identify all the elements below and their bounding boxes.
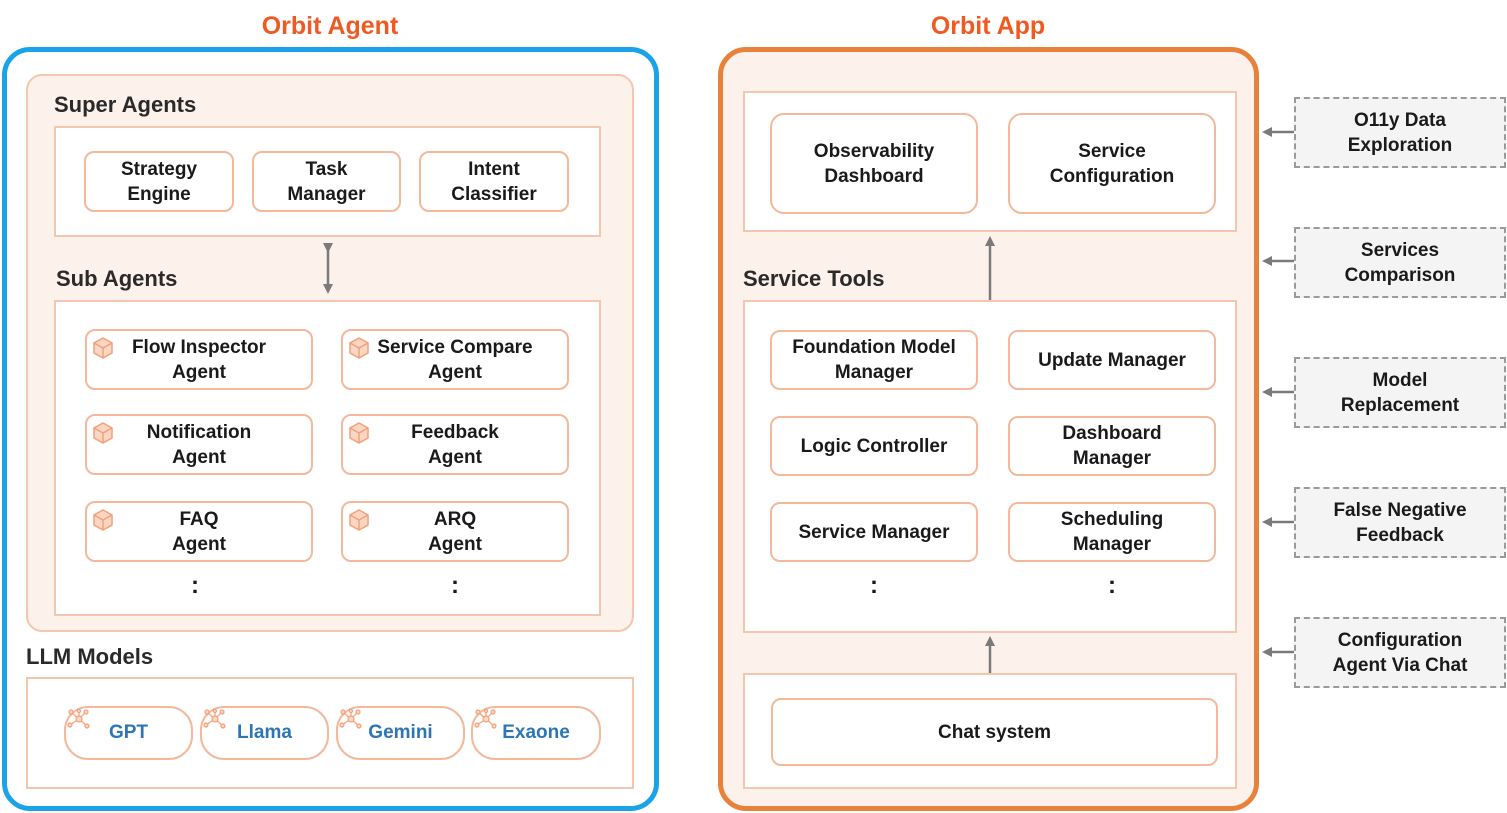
sub-agent-flow-inspector: Flow Inspector Agent bbox=[85, 329, 313, 390]
llm-llama: Llama bbox=[200, 706, 329, 760]
sub-agents-ellipsis-right: : bbox=[451, 572, 459, 599]
llm-gpt: GPT bbox=[64, 706, 193, 760]
service-configuration-node: Service Configuration bbox=[1008, 113, 1216, 214]
neural-network-icon bbox=[67, 708, 90, 729]
tools-ellipsis-left: : bbox=[870, 572, 878, 599]
side-configuration-agent-via-chat: Configuration Agent Via Chat bbox=[1294, 617, 1506, 688]
tool-update-manager: Update Manager bbox=[1008, 330, 1216, 390]
sub-agent-label: Notification Agent bbox=[146, 421, 252, 468]
llm-exaone: Exaone bbox=[471, 706, 601, 760]
tool-scheduling-manager: Scheduling Manager bbox=[1008, 502, 1216, 562]
cube-icon bbox=[349, 422, 369, 444]
cube-icon bbox=[93, 422, 113, 444]
tool-service-manager: Service Manager bbox=[770, 502, 978, 562]
tools-ellipsis-right: : bbox=[1108, 572, 1116, 599]
tool-logic-controller: Logic Controller bbox=[770, 416, 978, 476]
side-false-negative-feedback: False Negative Feedback bbox=[1294, 487, 1506, 558]
tool-dashboard-manager: Dashboard Manager bbox=[1008, 416, 1216, 476]
sub-agent-label: Service Compare Agent bbox=[377, 336, 533, 383]
sub-agent-feedback: Feedback Agent bbox=[341, 414, 569, 475]
llm-label: Exaone bbox=[502, 722, 570, 743]
observability-dashboard-node: Observability Dashboard bbox=[770, 113, 978, 214]
sub-agent-notification: Notification Agent bbox=[85, 414, 313, 475]
tool-foundation-model-manager: Foundation Model Manager bbox=[770, 330, 978, 390]
neural-network-icon bbox=[203, 708, 226, 729]
super-agent-intent-classifier: Intent Classifier bbox=[419, 151, 569, 212]
sub-agent-label: FAQ Agent bbox=[172, 508, 226, 555]
orbit-app-title: Orbit App bbox=[930, 12, 1046, 40]
super-agent-task-manager: Task Manager bbox=[252, 151, 401, 212]
service-tools-label: Service Tools bbox=[743, 266, 885, 291]
sub-agent-label: ARQ Agent bbox=[428, 508, 482, 555]
side-o11y-data-exploration: O11y Data Exploration bbox=[1294, 97, 1506, 168]
llm-label: GPT bbox=[108, 722, 149, 743]
llm-label: Llama bbox=[237, 722, 292, 743]
chat-system-node: Chat system bbox=[771, 698, 1218, 766]
sub-agents-label: Sub Agents bbox=[56, 266, 178, 291]
sub-agent-faq: FAQ Agent bbox=[85, 501, 313, 562]
cube-icon bbox=[93, 337, 113, 359]
side-services-comparison: Services Comparison bbox=[1294, 227, 1506, 298]
sub-agent-label: Feedback Agent bbox=[411, 421, 499, 468]
neural-network-icon bbox=[474, 708, 497, 729]
super-agent-strategy-engine: Strategy Engine bbox=[84, 151, 234, 212]
super-agents-label: Super Agents bbox=[54, 92, 197, 117]
cube-icon bbox=[349, 337, 369, 359]
orbit-agent-title: Orbit Agent bbox=[261, 12, 399, 40]
cube-icon bbox=[93, 509, 113, 531]
llm-gemini: Gemini bbox=[336, 706, 465, 760]
sub-agent-label: Flow Inspector Agent bbox=[131, 336, 267, 383]
llm-models-label: LLM Models bbox=[26, 644, 154, 669]
cube-icon bbox=[349, 509, 369, 531]
neural-network-icon bbox=[339, 708, 362, 729]
sub-agent-arq: ARQ Agent bbox=[341, 501, 569, 562]
sub-agents-ellipsis-left: : bbox=[191, 572, 199, 599]
llm-label: Gemini bbox=[368, 722, 433, 743]
side-model-replacement: Model Replacement bbox=[1294, 357, 1506, 428]
sub-agent-service-compare: Service Compare Agent bbox=[341, 329, 569, 390]
